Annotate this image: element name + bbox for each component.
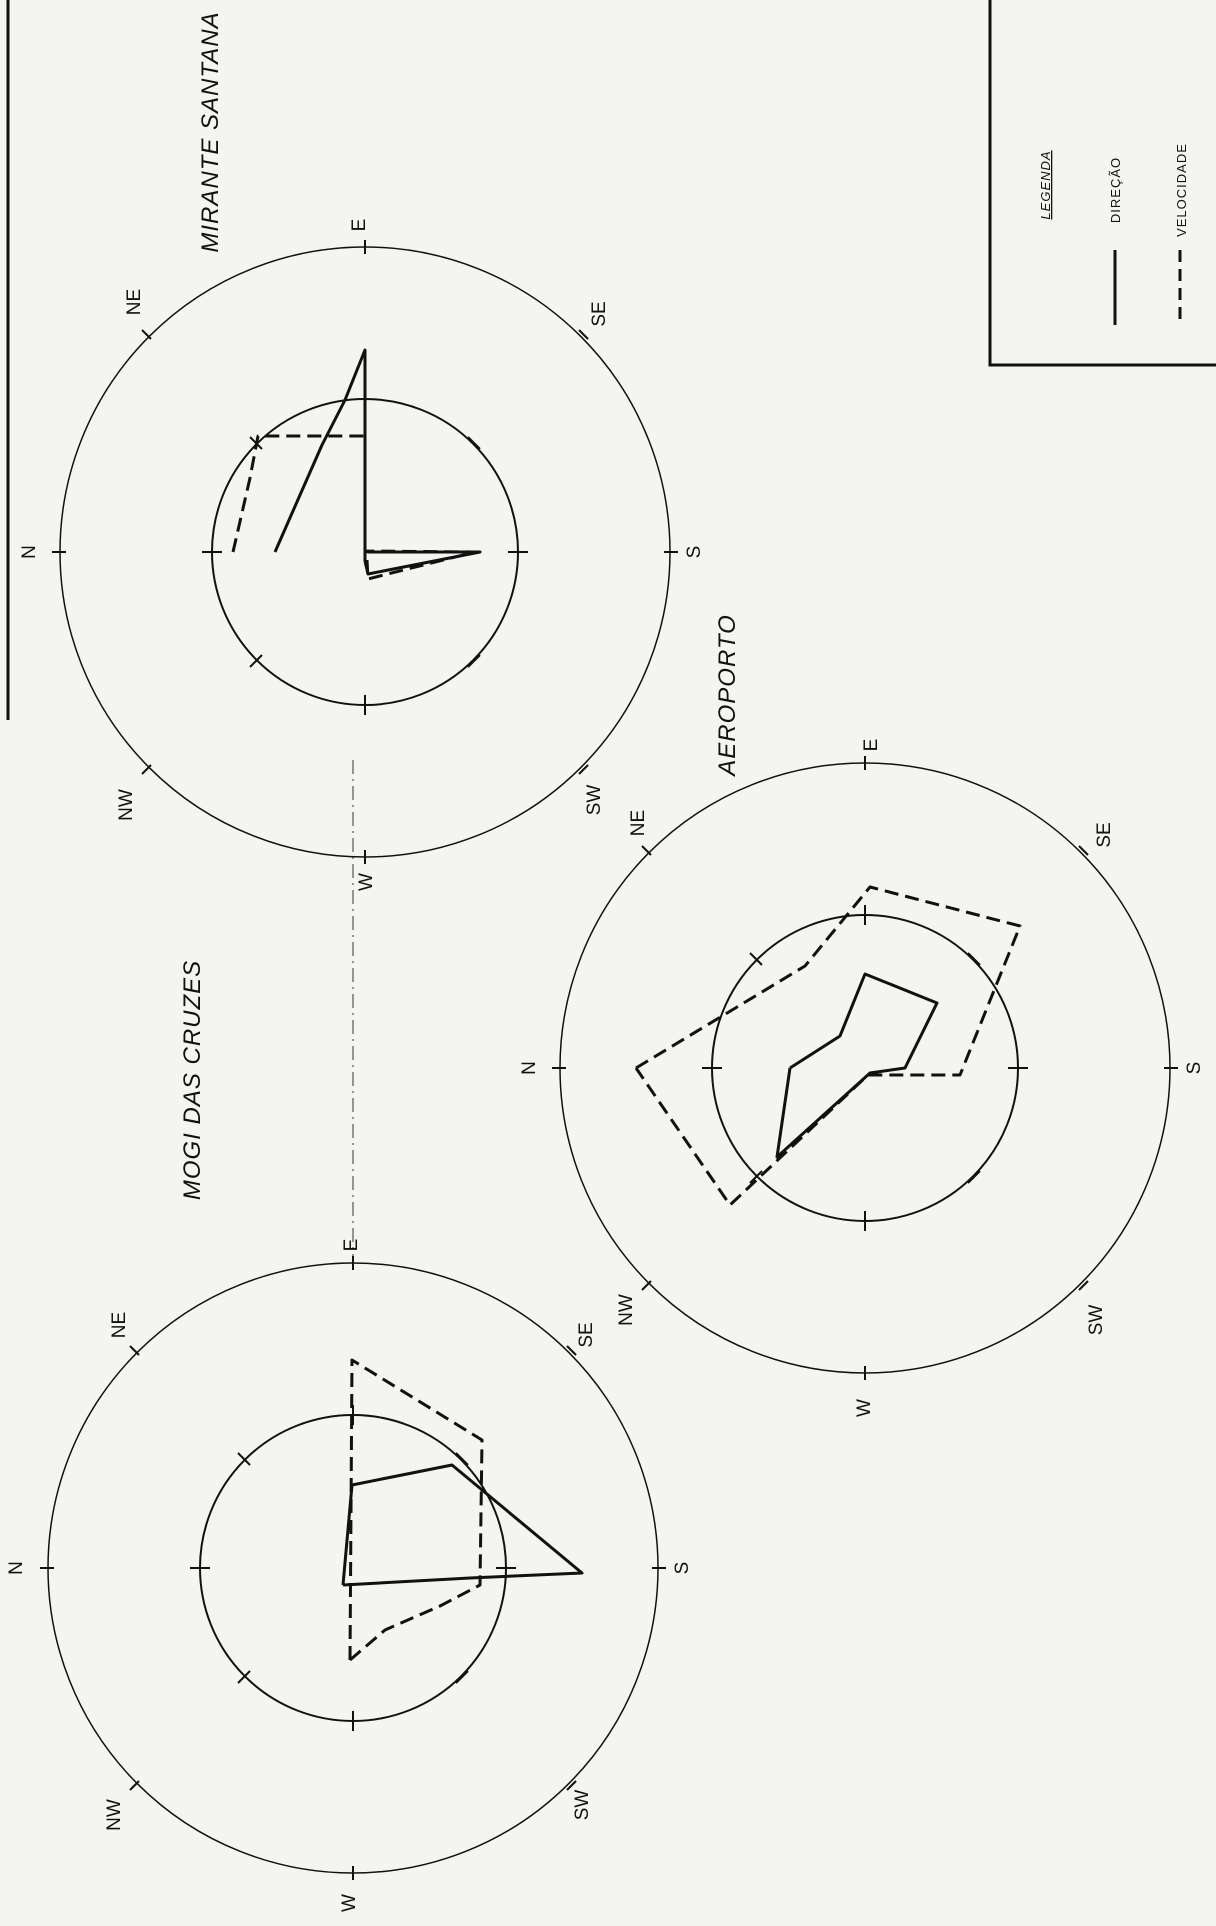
legend-title: LEGENDA (1038, 150, 1053, 219)
outer-circle (47, 1262, 659, 1874)
dir-label-se: SE (576, 1322, 597, 1347)
dir-label-e: E (349, 219, 370, 232)
dir-label-w: W (854, 1399, 875, 1417)
tick-marks (552, 756, 1178, 1380)
velocity-line (348, 1358, 484, 1662)
dir-label-s: S (1184, 1062, 1205, 1075)
dir-label-n: N (19, 545, 40, 559)
dir-label-sw: SW (1086, 1305, 1107, 1336)
dir-label-s: S (684, 546, 705, 559)
direction-line (775, 972, 939, 1159)
rose-mirante-santana: N S E W NE SE NW SW MIRANTE SANTANA (19, 11, 705, 891)
dir-label-ne: NE (109, 1312, 130, 1338)
dir-label-s: S (672, 1562, 693, 1575)
dir-label-nw: NW (116, 789, 137, 821)
direction-line (273, 348, 482, 576)
dir-label-nw: NW (104, 1799, 125, 1831)
direction-line (341, 1463, 584, 1587)
dir-label-sw: SW (572, 1790, 593, 1821)
dir-label-se: SE (589, 301, 610, 326)
dir-label-ne: NE (628, 810, 649, 836)
rose-title: AEROPORTO (714, 614, 741, 777)
dir-label-e: E (341, 1239, 362, 1252)
legend-label-velocity: VELOCIDADE (1174, 143, 1189, 237)
dir-label-e: E (861, 739, 882, 752)
dir-label-ne: NE (124, 289, 145, 315)
velocity-line (634, 885, 1022, 1207)
rose-title: MOGI DAS CRUZES (179, 960, 206, 1200)
rose-mogi-das-cruzes: N S E W NE SE NW SW MOGI DAS CRUZES (6, 960, 693, 1912)
dir-label-n: N (6, 1561, 27, 1575)
dir-label-w: W (356, 873, 377, 891)
dir-label-w: W (339, 1894, 360, 1912)
legend-box: LEGENDA DIREÇÃO VELOCIDADE (988, 0, 1216, 367)
tick-marks (40, 1256, 666, 1880)
dir-label-n: N (519, 1061, 540, 1075)
rose-title: MIRANTE SANTANA (197, 11, 224, 252)
rose-aeroporto: N S E W NE SE NW SW AEROPORTO (519, 614, 1205, 1417)
legend-border (988, 0, 1216, 367)
dir-label-sw: SW (584, 785, 605, 816)
dir-label-se: SE (1094, 822, 1115, 847)
dir-label-nw: NW (616, 1294, 637, 1326)
velocity-line (231, 434, 477, 581)
legend-label-direction: DIREÇÃO (1108, 157, 1123, 223)
